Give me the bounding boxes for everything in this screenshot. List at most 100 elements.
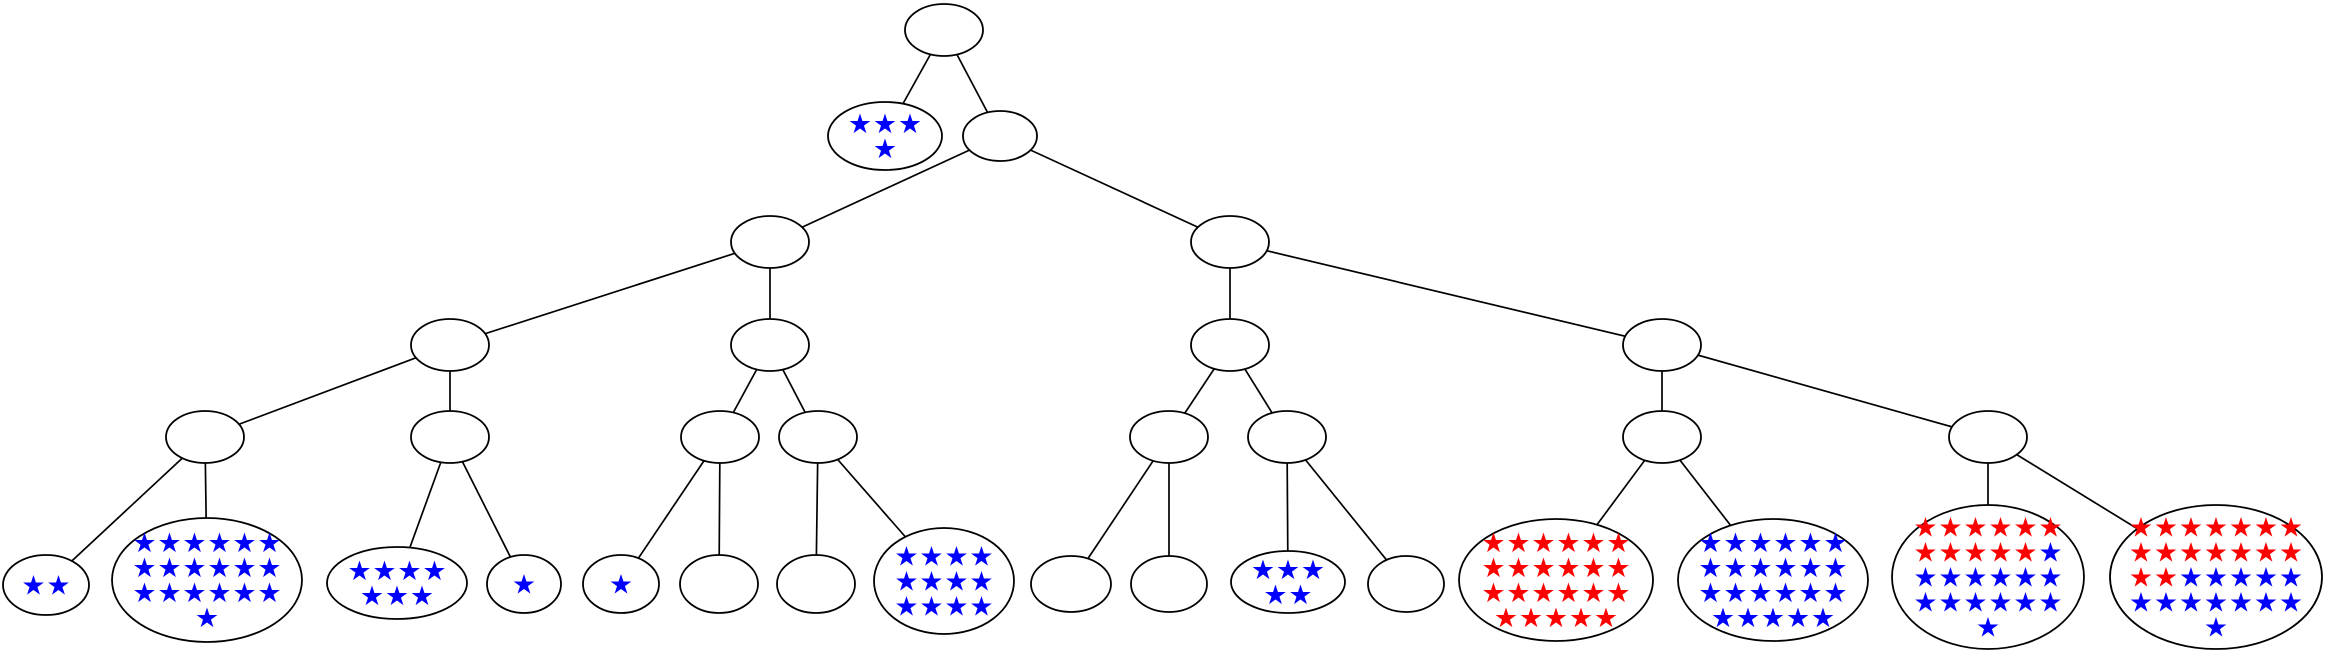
blue-star-icon: ★ bbox=[360, 581, 384, 612]
blue-star-icon: ★ bbox=[410, 581, 434, 612]
red-star-icon: ★ bbox=[2279, 513, 2303, 544]
blue-star-icon: ★ bbox=[944, 592, 968, 623]
red-star-icon: ★ bbox=[1606, 553, 1630, 584]
leaf-node-n14 bbox=[1677, 518, 1869, 642]
red-star-icon: ★ bbox=[1494, 603, 1518, 634]
blue-star-icon: ★ bbox=[347, 556, 371, 587]
blue-star-icon: ★ bbox=[1798, 553, 1822, 584]
tree-edge-R2-Q bbox=[1229, 241, 1663, 346]
blue-star-icon: ★ bbox=[1711, 603, 1735, 634]
leaf-node-n1 bbox=[2, 554, 90, 616]
blue-star-icon: ★ bbox=[182, 578, 206, 609]
blue-star-icon: ★ bbox=[1938, 588, 1962, 619]
red-star-icon: ★ bbox=[2179, 538, 2203, 569]
blue-star-icon: ★ bbox=[422, 556, 446, 587]
red-star-icon: ★ bbox=[2154, 563, 2178, 594]
red-star-icon: ★ bbox=[2229, 513, 2253, 544]
blue-star-icon: ★ bbox=[46, 571, 70, 602]
blue-star-icon: ★ bbox=[1786, 603, 1810, 634]
blue-star-icon: ★ bbox=[1736, 603, 1760, 634]
internal-node-F bbox=[165, 410, 245, 464]
blue-star-icon: ★ bbox=[898, 109, 922, 140]
red-star-icon: ★ bbox=[1988, 538, 2012, 569]
leaf-node-n10 bbox=[1130, 555, 1208, 613]
blue-star-icon: ★ bbox=[969, 567, 993, 598]
red-star-icon: ★ bbox=[2129, 538, 2153, 569]
red-star-icon: ★ bbox=[1506, 578, 1530, 609]
edges-layer bbox=[45, 29, 2217, 586]
blue-star-icon: ★ bbox=[1761, 603, 1785, 634]
red-star-icon: ★ bbox=[1531, 553, 1555, 584]
internal-node-Q1 bbox=[1622, 410, 1702, 464]
blue-star-icon: ★ bbox=[2013, 563, 2037, 594]
leaf-node-n13 bbox=[1458, 518, 1654, 642]
blue-star-icon: ★ bbox=[2279, 563, 2303, 594]
blue-star-icon: ★ bbox=[919, 592, 943, 623]
stars-layer: ★★★★★★★★★★★★★★★★★★★★★★★★★★★★★★★★★★★★★★★★… bbox=[21, 109, 2303, 643]
red-star-icon: ★ bbox=[1481, 553, 1505, 584]
internal-node-R2 bbox=[1190, 215, 1270, 269]
internal-node-C bbox=[730, 318, 810, 372]
blue-star-icon: ★ bbox=[873, 109, 897, 140]
red-star-icon: ★ bbox=[1481, 528, 1505, 559]
blue-star-icon: ★ bbox=[894, 567, 918, 598]
red-star-icon: ★ bbox=[2179, 513, 2203, 544]
blue-star-icon: ★ bbox=[1798, 578, 1822, 609]
blue-star-icon: ★ bbox=[944, 542, 968, 573]
blue-star-icon: ★ bbox=[1988, 563, 2012, 594]
blue-star-icon: ★ bbox=[1698, 553, 1722, 584]
blue-star-icon: ★ bbox=[257, 528, 281, 559]
red-star-icon: ★ bbox=[2013, 538, 2037, 569]
leaf-node-n3 bbox=[326, 546, 468, 620]
red-star-icon: ★ bbox=[1938, 538, 1962, 569]
blue-star-icon: ★ bbox=[969, 592, 993, 623]
blue-star-icon: ★ bbox=[944, 567, 968, 598]
blue-star-icon: ★ bbox=[2254, 588, 2278, 619]
leaf-node-n8 bbox=[873, 527, 1015, 635]
leaf-node-n12 bbox=[1367, 555, 1445, 613]
blue-star-icon: ★ bbox=[1811, 603, 1835, 634]
internal-node-R1 bbox=[962, 110, 1038, 162]
blue-star-icon: ★ bbox=[1823, 578, 1847, 609]
blue-star-icon: ★ bbox=[1773, 578, 1797, 609]
blue-star-icon: ★ bbox=[1748, 553, 1772, 584]
tree-edge-R1-A bbox=[769, 135, 1001, 243]
red-star-icon: ★ bbox=[2038, 513, 2062, 544]
leaf-node-n6 bbox=[679, 554, 759, 614]
internal-node-Q2 bbox=[1948, 410, 2028, 464]
red-star-icon: ★ bbox=[2154, 513, 2178, 544]
blue-star-icon: ★ bbox=[232, 578, 256, 609]
leaf-node-n5 bbox=[582, 554, 660, 614]
leaf-node-n15 bbox=[1891, 504, 2085, 650]
blue-star-icon: ★ bbox=[2038, 563, 2062, 594]
red-star-icon: ★ bbox=[1506, 528, 1530, 559]
internal-node-A bbox=[730, 215, 810, 269]
red-star-icon: ★ bbox=[1606, 528, 1630, 559]
red-star-icon: ★ bbox=[1556, 528, 1580, 559]
blue-star-icon: ★ bbox=[919, 567, 943, 598]
blue-star-icon: ★ bbox=[207, 578, 231, 609]
tree-edge-B-F bbox=[204, 344, 451, 438]
blue-star-icon: ★ bbox=[21, 571, 45, 602]
red-star-icon: ★ bbox=[1506, 553, 1530, 584]
blue-star-icon: ★ bbox=[232, 553, 256, 584]
blue-star-icon: ★ bbox=[2038, 588, 2062, 619]
blue-star-icon: ★ bbox=[2154, 588, 2178, 619]
leaf-node-n4 bbox=[486, 554, 562, 614]
red-star-icon: ★ bbox=[1988, 513, 2012, 544]
blue-star-icon: ★ bbox=[1723, 553, 1747, 584]
blue-star-icon: ★ bbox=[157, 553, 181, 584]
blue-star-icon: ★ bbox=[207, 553, 231, 584]
blue-star-icon: ★ bbox=[1773, 553, 1797, 584]
blue-star-icon: ★ bbox=[1823, 553, 1847, 584]
blue-star-icon: ★ bbox=[182, 528, 206, 559]
blue-star-icon: ★ bbox=[894, 542, 918, 573]
internal-node-P bbox=[1190, 318, 1270, 372]
leaf-node-L1 bbox=[827, 101, 943, 171]
red-star-icon: ★ bbox=[1519, 603, 1543, 634]
leaf-node-n7 bbox=[776, 554, 856, 614]
blue-star-icon: ★ bbox=[1301, 555, 1325, 586]
leaf-node-n9 bbox=[1030, 555, 1112, 613]
red-star-icon: ★ bbox=[2013, 513, 2037, 544]
red-star-icon: ★ bbox=[1569, 603, 1593, 634]
